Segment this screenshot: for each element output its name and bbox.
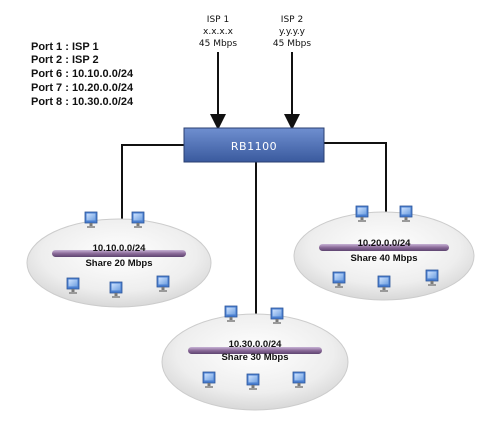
port-8-line: Port 8 : 10.30.0.0/24 — [31, 96, 134, 108]
port-2-line: Port 2 : ISP 2 — [31, 54, 99, 66]
port-7-line: Port 7 : 10.20.0.0/24 — [31, 82, 134, 94]
network-10-10-bus — [52, 250, 186, 257]
isp1-name: ISP 1 — [207, 15, 229, 25]
router-box — [183, 127, 325, 163]
network-10-10-subnet: 10.10.0.0/24 — [93, 243, 147, 254]
network-10-30-share: Share 30 Mbps — [221, 352, 288, 363]
isp2-address: y.y.y.y — [279, 27, 306, 37]
network-10-30-bus — [188, 347, 322, 354]
port-6-line: Port 6 : 10.10.0.0/24 — [31, 68, 134, 80]
isp1-address: x.x.x.x — [203, 27, 234, 37]
network-10-20: 10.20.0.0/24 Share 40 Mbps — [293, 205, 475, 301]
isp2-name: ISP 2 — [281, 15, 303, 25]
isp1-speed: 45 Mbps — [199, 39, 238, 49]
port-list: Port 1 : ISP 1 Port 2 : ISP 2 Port 6 : 1… — [31, 41, 134, 108]
port-1-line: Port 1 : ISP 1 — [31, 41, 99, 53]
router: RB1100 — [183, 127, 325, 163]
network-10-10-share: Share 20 Mbps — [85, 258, 152, 269]
link-net10 — [121, 144, 184, 232]
network-10-20-share: Share 40 Mbps — [350, 253, 417, 264]
network-10-30-subnet: 10.30.0.0/24 — [229, 339, 283, 350]
network-10-20-subnet: 10.20.0.0/24 — [358, 238, 412, 249]
isp2-label: ISP 2 y.y.y.y 45 Mbps — [273, 15, 312, 49]
isp2-speed: 45 Mbps — [273, 39, 312, 49]
link-net20 — [324, 142, 387, 228]
router-label: RB1100 — [231, 140, 277, 153]
network-10-10: 10.10.0.0/24 Share 20 Mbps — [26, 211, 212, 308]
isp1-label: ISP 1 x.x.x.x 45 Mbps — [199, 15, 238, 49]
network-10-30: 10.30.0.0/24 Share 30 Mbps — [161, 305, 349, 411]
network-10-20-bus — [319, 244, 449, 251]
